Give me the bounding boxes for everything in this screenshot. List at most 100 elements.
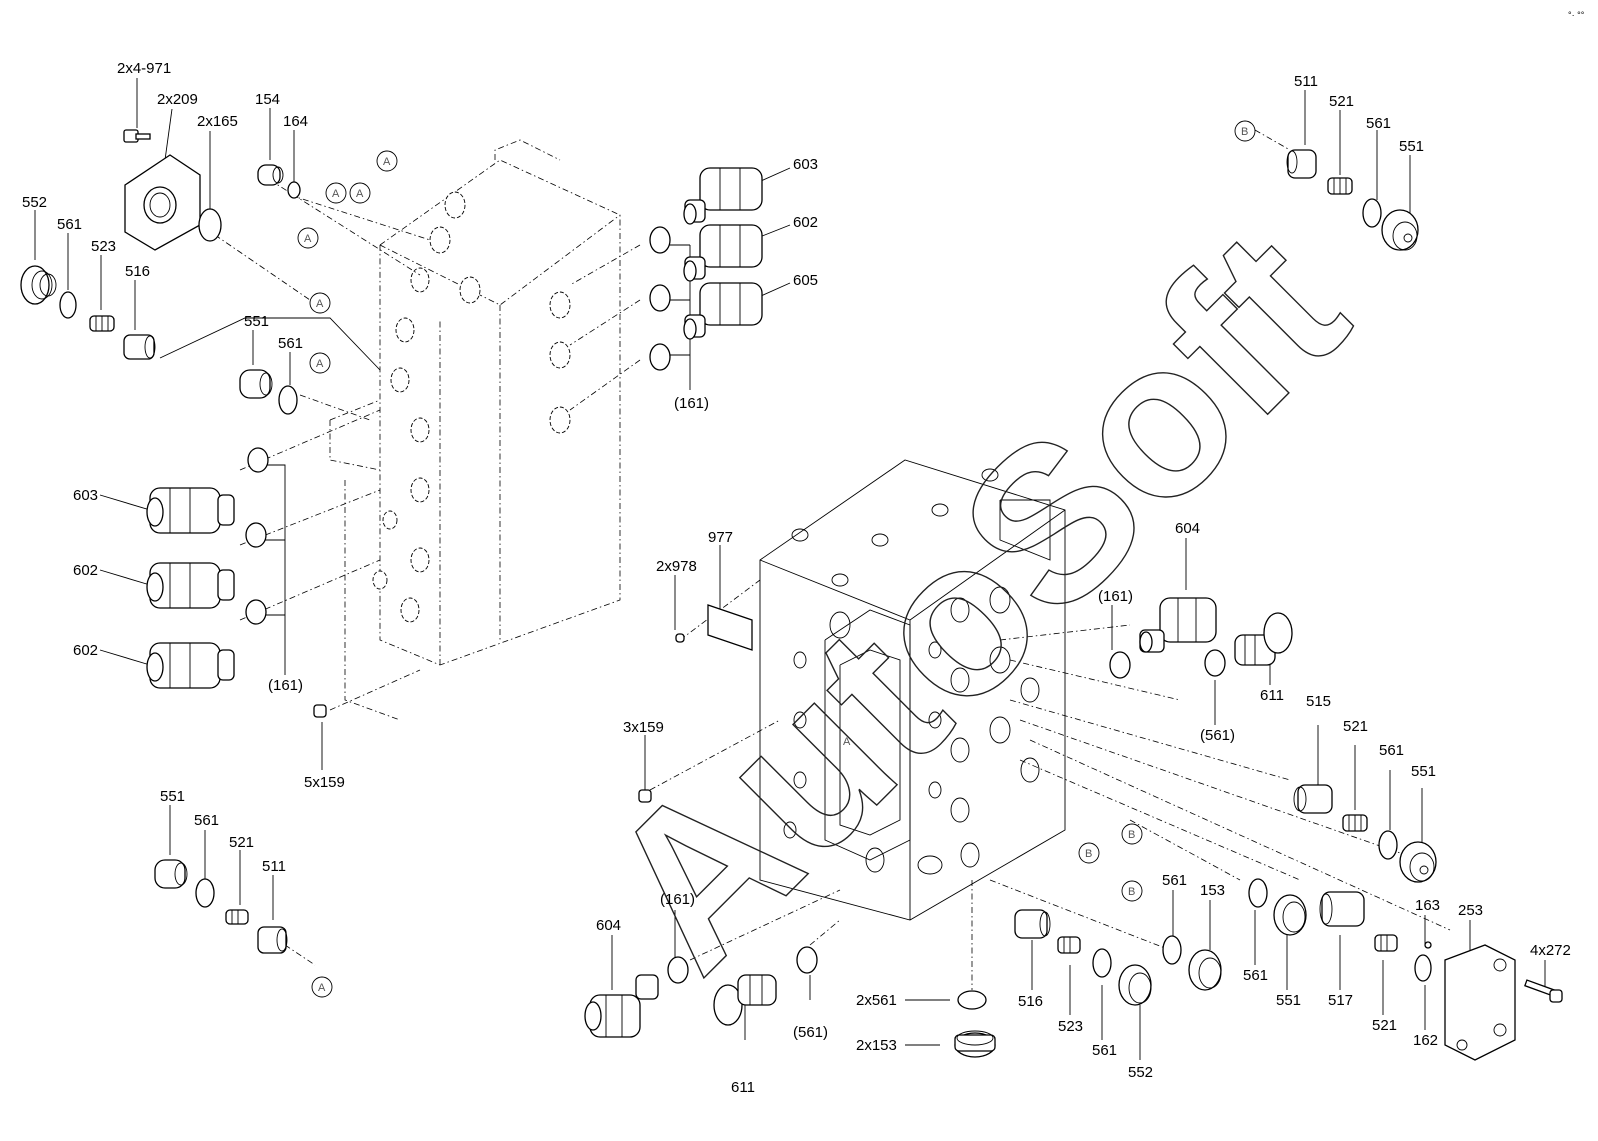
label-561-b3: 561 [1243, 967, 1268, 984]
ref-b-1: B [1234, 120, 1256, 142]
cartridge-603-l [146, 487, 235, 534]
ref-a-7: A [311, 976, 333, 998]
label-551-tr: 551 [1399, 138, 1424, 155]
plug-552-tl [20, 265, 57, 305]
label-153: 153 [1200, 882, 1225, 899]
ref-b-4: B [1121, 880, 1143, 902]
label-521-bl: 521 [229, 834, 254, 851]
parts [20, 129, 1563, 1061]
oring-561-tr [1362, 198, 1382, 228]
spool-515 [1293, 784, 1333, 814]
svg-text:A: A [356, 188, 364, 200]
svg-text:A: A [332, 188, 340, 200]
spool-516-tl [123, 334, 156, 360]
plug-2x153 [954, 1030, 996, 1058]
svg-text:B: B [1128, 886, 1135, 898]
bolt-272 [1524, 979, 1563, 1003]
oring-561-ml [278, 385, 298, 415]
oring-561-bl [195, 878, 215, 908]
bolt-971 [123, 129, 151, 143]
part-labels: 2x4-971 2x209 2x165 154 164 552 561 523 … [22, 10, 1585, 1096]
spool-511-bl [257, 926, 288, 954]
plug-551-tr [1381, 209, 1419, 251]
label-162: 162 [1413, 1032, 1438, 1049]
label-561p-r: (561) [1200, 727, 1235, 744]
corner-mark: °· °° [1568, 10, 1585, 20]
oring-161-b [667, 956, 689, 984]
label-164: 164 [283, 113, 308, 130]
oring-602-l1 [245, 522, 267, 548]
cartridge-602-l2 [146, 642, 235, 689]
ref-b-2: B [1121, 823, 1143, 845]
oring-164 [287, 181, 301, 199]
spring-521-bl [225, 909, 249, 925]
plug-551-b [1273, 894, 1307, 936]
label-2x4-971: 2x4-971 [117, 60, 171, 77]
plug-153 [1188, 949, 1222, 991]
spring-521-tr [1327, 177, 1353, 195]
svg-text:A: A [318, 982, 326, 994]
label-561-b2: 561 [1162, 872, 1187, 889]
label-551-b: 551 [1276, 992, 1301, 1009]
ball-163 [1424, 941, 1432, 949]
oring-602-t [649, 284, 671, 312]
plug-551-ml [239, 369, 273, 399]
label-523-b: 523 [1058, 1018, 1083, 1035]
label-523-tl: 523 [91, 238, 116, 255]
label-602-t: 602 [793, 214, 818, 231]
label-603-l: 603 [73, 487, 98, 504]
cartridge-603-t [683, 167, 763, 225]
spring-523-tl [89, 315, 115, 332]
label-515: 515 [1306, 693, 1331, 710]
cartridge-602-t [683, 224, 763, 282]
label-161-r: (161) [1098, 588, 1133, 605]
label-561-ml: 561 [278, 335, 303, 352]
spool-516-b [1014, 909, 1051, 939]
label-561-tl: 561 [57, 216, 82, 233]
label-551-bl: 551 [160, 788, 185, 805]
svg-text:B: B [1128, 829, 1135, 841]
label-516-b: 516 [1018, 993, 1043, 1010]
label-602-l1: 602 [73, 562, 98, 579]
ref-a-5: A [309, 292, 331, 314]
oring-165 [198, 208, 222, 242]
block-face-letter: A [843, 736, 851, 748]
oring-561p-b [796, 946, 818, 974]
label-5x159: 5x159 [304, 774, 345, 791]
plug-551-bl [154, 859, 188, 889]
label-602-l2: 602 [73, 642, 98, 659]
spring-521-b [1374, 934, 1398, 952]
spring-523-b [1057, 936, 1081, 954]
label-551-ml: 551 [244, 313, 269, 330]
label-253: 253 [1458, 902, 1483, 919]
svg-text:B: B [1241, 126, 1248, 138]
plug-159-l [313, 704, 327, 718]
oring-561-b1 [1092, 948, 1112, 978]
cartridge-604-r [1139, 597, 1217, 653]
ref-b-3: B [1078, 842, 1100, 864]
label-2x165: 2x165 [197, 113, 238, 130]
label-3x159: 3x159 [623, 719, 664, 736]
spool-517 [1319, 891, 1365, 927]
label-604-b: 604 [596, 917, 621, 934]
label-604-r: 604 [1175, 520, 1200, 537]
label-511-tr: 511 [1294, 73, 1318, 90]
pin-978 [675, 633, 685, 643]
label-517: 517 [1328, 992, 1353, 1009]
cartridge-602-l1 [146, 562, 235, 609]
oring-561-b2 [1162, 935, 1182, 965]
cartridge-605-t [683, 282, 763, 340]
label-154: 154 [255, 91, 280, 108]
oring-605-t [649, 343, 671, 371]
label-977: 977 [708, 529, 733, 546]
label-163: 163 [1415, 897, 1440, 914]
label-611-r: 611 [1260, 687, 1284, 704]
left-valve-block [329, 139, 621, 721]
right-valve-block: A [759, 459, 1066, 921]
label-611-b: 611 [731, 1079, 755, 1096]
oring-603-l [247, 447, 269, 473]
reference-markers: A A A A A A A B B B B [297, 120, 1256, 998]
ref-a-4: A [297, 227, 319, 249]
svg-text:A: A [304, 233, 312, 245]
label-552-tl: 552 [22, 194, 47, 211]
